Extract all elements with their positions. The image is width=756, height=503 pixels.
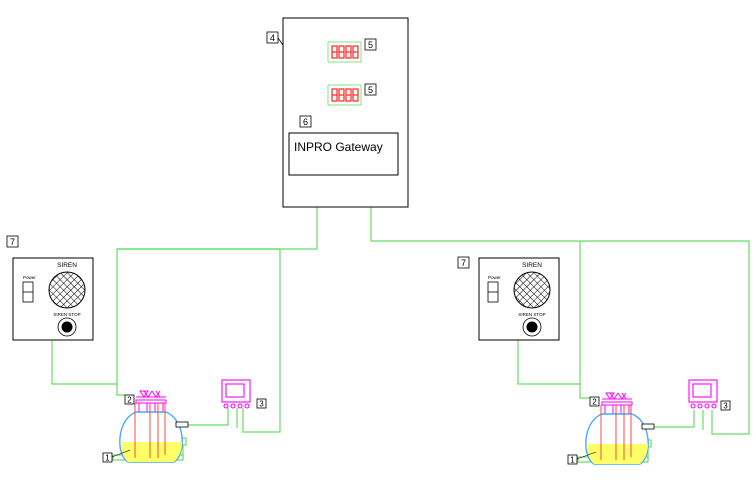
speaker-grille-left [48,271,86,309]
valve-manifold-left [135,390,167,412]
gateway-box [288,132,399,176]
tag-7-left-label: 7 [10,237,15,247]
display-digits-2 [331,88,359,102]
siren-title-left: SIREN [57,262,77,269]
tag-box-2-right [589,396,600,407]
valve-manifold-right [601,392,633,414]
transmitter-device-left [221,379,251,409]
tag-2-right-label: 2 [592,398,597,407]
tank-liquid-right [587,444,648,464]
tag-4-label: 4 [270,33,275,43]
junction-box-right [641,423,655,430]
tag-6-label: 6 [303,117,308,127]
tag-box-1-right [567,454,578,465]
power-label-left: Power [23,275,36,280]
tag-3-right-label: 3 [723,402,728,411]
tag-3-left-label: 3 [259,400,264,409]
tag-box-6 [299,115,312,128]
siren-stop-label-left: SIREN STOP [53,312,80,317]
tag-box-5a [364,38,377,51]
tank-liquid-left [121,442,182,462]
tag-box-7-right [457,256,470,269]
tag-box-2-left [124,394,135,405]
tank-probes-left [134,403,166,458]
tag-box-5b [364,83,377,96]
power-label-right: Power [488,275,501,280]
siren-panel-left: 7 SIREN Power SIREN STOP [6,235,94,341]
stop-button-left [61,321,73,333]
siren-panel-right: 7 SIREN Power SIREN STOP [457,256,560,341]
tag-2-left-label: 2 [127,396,132,405]
display-digits-1 [331,45,359,59]
tank-assembly-left: 2 1 [102,379,267,463]
siren-title-right: SIREN [522,262,542,269]
speaker-grille-right [513,271,551,309]
control-cabinet: 4 5 5 6 INPRO Gateway [266,17,409,208]
junction-box-left [175,421,189,428]
tank-assembly-right: 2 1 [567,379,731,465]
tank-probes-right [600,405,632,460]
tag-1-left-label: 1 [105,454,110,463]
siren-stop-label-right: SIREN STOP [518,312,545,317]
gateway-label: INPRO Gateway [294,140,383,154]
tag-5a-label: 5 [368,40,373,50]
tag-5b-label: 5 [368,85,373,95]
tag-7-right-label: 7 [461,258,466,268]
tag-box-3-right [720,400,731,411]
tag-box-7-left [6,235,19,248]
tag-box-3-left [256,398,267,409]
tag-box-4 [266,31,279,44]
transmitter-device-right [688,379,718,409]
tag-1-right-label: 1 [570,456,575,465]
tag-box-1-left [102,452,113,463]
stop-button-right [526,321,538,333]
